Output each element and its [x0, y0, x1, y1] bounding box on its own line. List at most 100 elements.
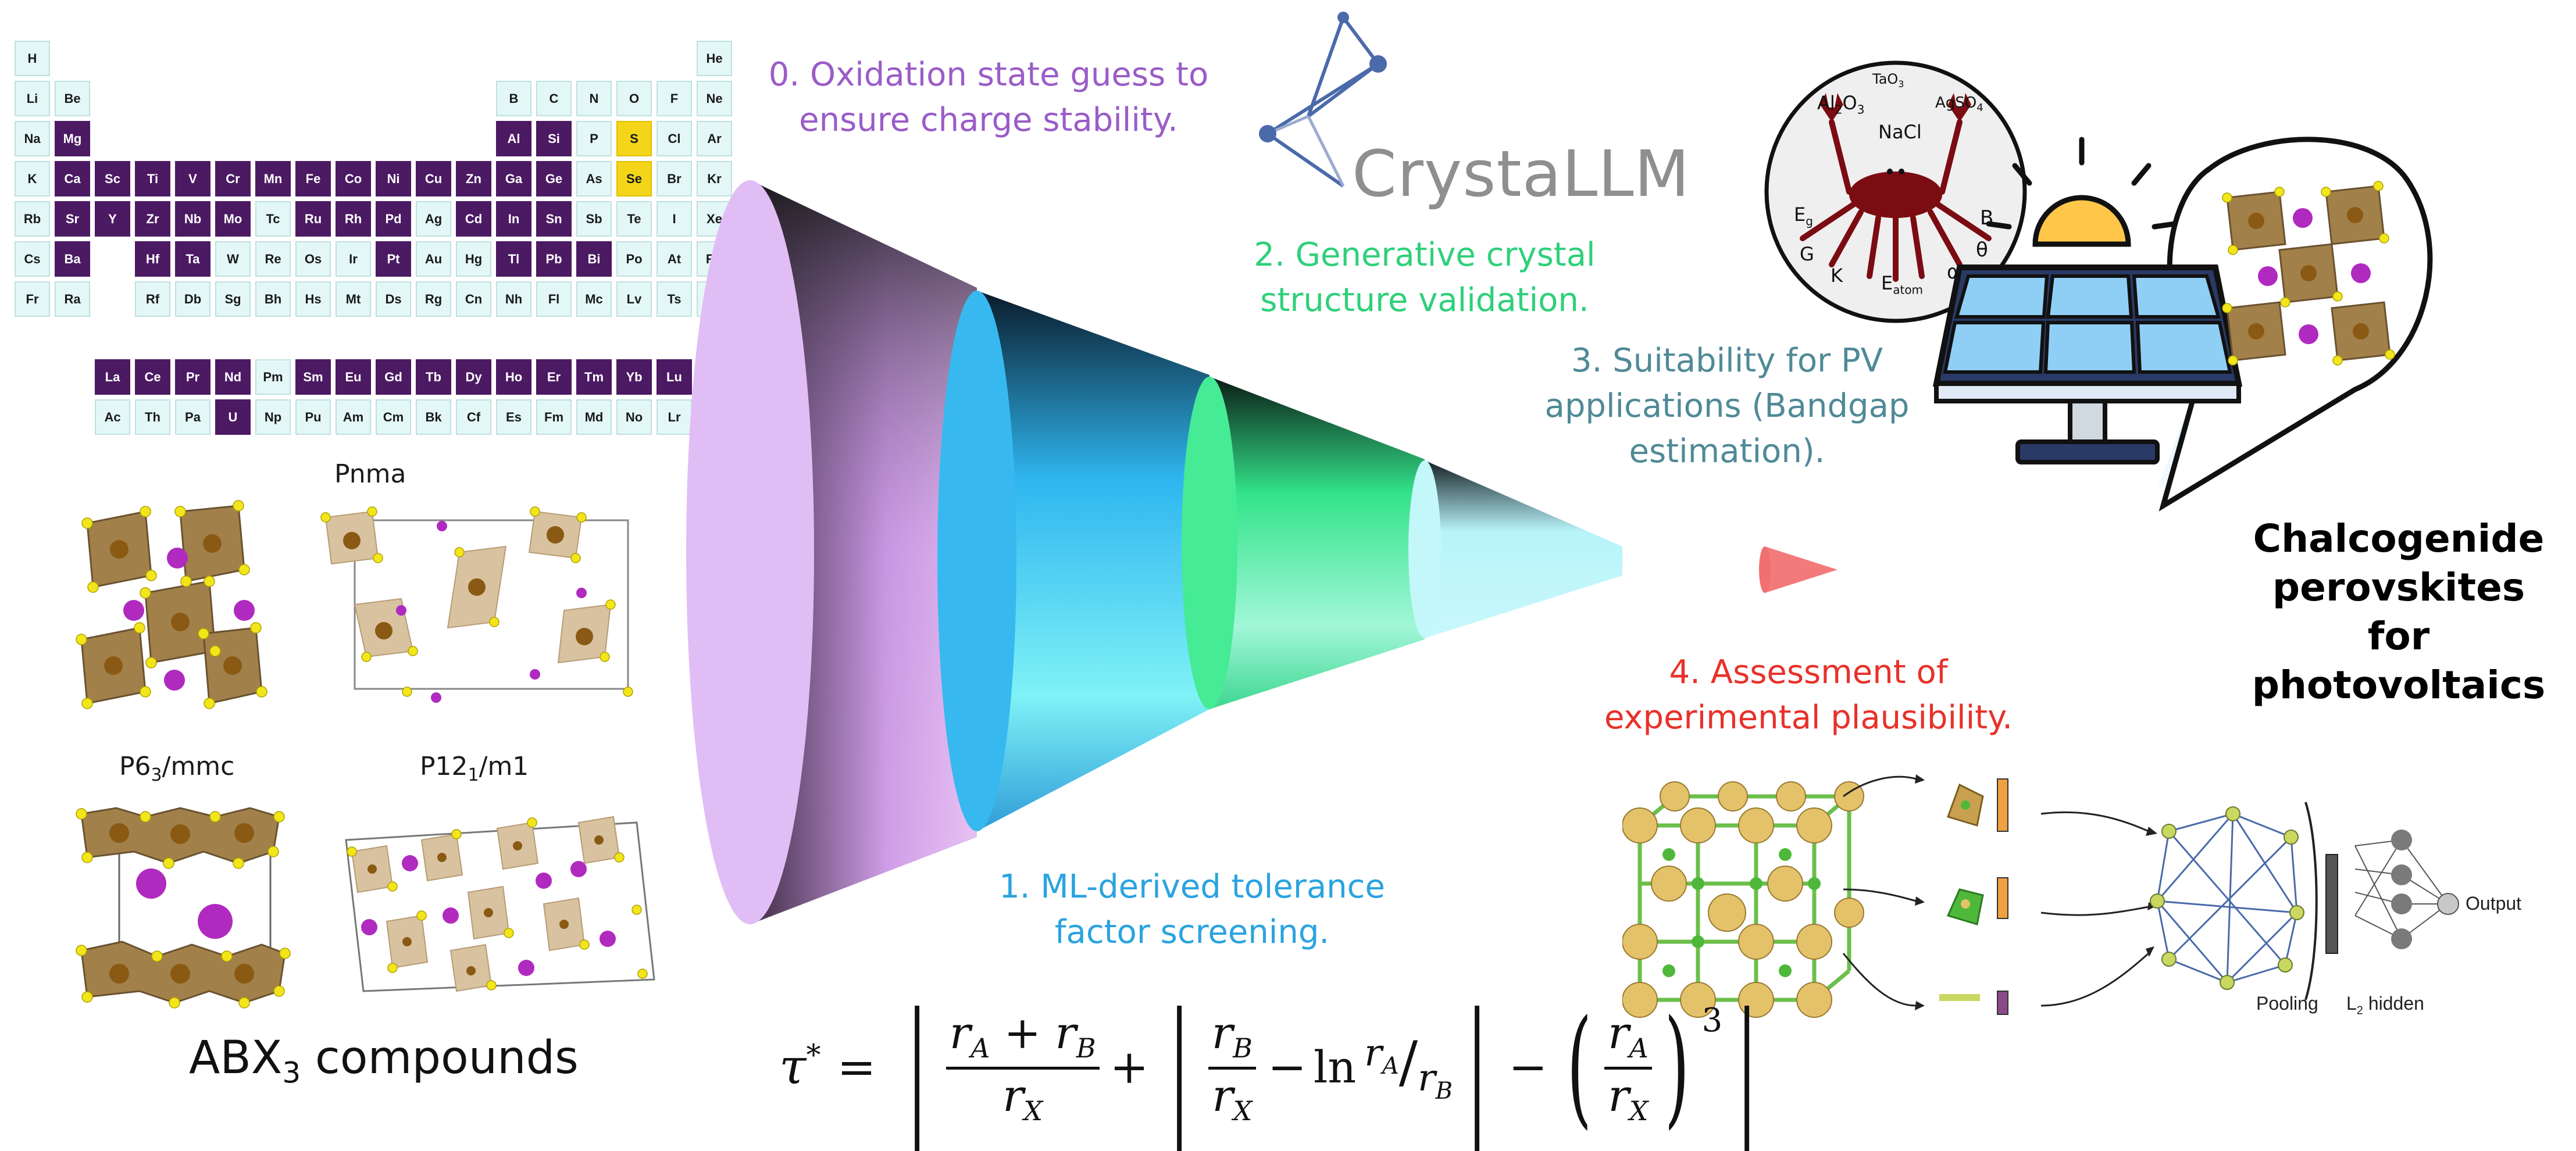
element-cn: Cn	[456, 281, 491, 317]
step-2-line-2: structure validation.	[1260, 281, 1589, 319]
output-title-line-2: perovskites for	[2272, 565, 2525, 659]
element-k: K	[15, 161, 50, 196]
element-at: At	[657, 241, 692, 277]
periodic-table-gap	[95, 41, 130, 76]
periodic-table-gap	[175, 41, 210, 76]
compounds-label: ABX3 compounds	[189, 1032, 579, 1090]
gnn-diagram	[1622, 762, 2425, 1037]
element-bi: Bi	[576, 241, 612, 277]
element-al: Al	[496, 121, 531, 156]
element-mg: Mg	[55, 121, 90, 156]
crab-label-al2o3: Al2O3	[1817, 92, 1865, 117]
element-pu: Pu	[295, 399, 331, 435]
gnn-label-pooling: Pooling	[2256, 993, 2318, 1014]
element-sn: Sn	[536, 201, 572, 237]
element-fl: Fl	[536, 281, 572, 317]
element-in: In	[496, 201, 531, 237]
element-po: Po	[616, 241, 652, 277]
element-ge: Ge	[536, 161, 572, 196]
periodic-table-gap	[255, 121, 291, 156]
formula-frac-3: rA rX	[1604, 1007, 1652, 1127]
periodic-table-gap	[416, 41, 451, 76]
element-lv: Lv	[616, 281, 652, 317]
element-u: U	[215, 399, 251, 435]
step-3-line-2: applications (Bandgap	[1544, 387, 1910, 425]
gnn-output-layers	[2343, 823, 2495, 982]
crab-label-g: G	[1800, 243, 1814, 265]
element-fe: Fe	[295, 161, 331, 196]
element-pr: Pr	[175, 359, 210, 395]
element-lu: Lu	[657, 359, 692, 395]
element-he: He	[697, 41, 732, 76]
screening-funnel	[686, 174, 1867, 979]
gnn-label-output: Output	[2466, 893, 2522, 914]
element-ta: Ta	[175, 241, 210, 277]
formula-frac-2: rB rX	[1208, 1007, 1256, 1127]
element-nd: Nd	[215, 359, 251, 395]
element-cl: Cl	[657, 121, 692, 156]
element-kr: Kr	[697, 161, 732, 196]
step-2-label: 2. Generative crystal structure validati…	[1233, 233, 1617, 323]
space-group-p121m1: P121/m1	[420, 752, 529, 785]
element-db: Db	[175, 281, 210, 317]
element-tb: Tb	[416, 359, 451, 395]
periodic-table-gap	[55, 41, 90, 76]
crab-label-theta: θ	[1976, 238, 1988, 262]
formula-abs-inner-right: |	[1467, 982, 1487, 1151]
element-np: Np	[255, 399, 291, 435]
element-as: As	[576, 161, 612, 196]
periodic-table-gap	[255, 41, 291, 76]
element-no: No	[616, 399, 652, 435]
periodic-table-gap	[95, 121, 130, 156]
element-v: V	[175, 161, 210, 196]
element-eu: Eu	[336, 359, 371, 395]
element-es: Es	[496, 399, 531, 435]
element-n: N	[576, 81, 612, 116]
element-mo: Mo	[215, 201, 251, 237]
element-ag: Ag	[416, 201, 451, 237]
crab-label-agso4: AgSO4	[1935, 94, 1983, 115]
formula-exponent: 3	[1701, 1001, 1723, 1039]
element-cu: Cu	[416, 161, 451, 196]
crystallm-wordmark: CrystaLLM	[1352, 137, 1690, 211]
crabnet-badge: TaO3 Al2O3 AgSO4 NaCl Eg G K Eatom α θ B	[1762, 58, 2029, 326]
element-co: Co	[336, 161, 371, 196]
formula-ln: ln	[1313, 1041, 1357, 1093]
element-yb: Yb	[616, 359, 652, 395]
element-hf: Hf	[135, 241, 170, 277]
element-rf: Rf	[135, 281, 170, 317]
element-ts: Ts	[657, 281, 692, 317]
element-rb: Rb	[15, 201, 50, 237]
element-y: Y	[95, 201, 130, 237]
element-au: Au	[416, 241, 451, 277]
element-ds: Ds	[376, 281, 411, 317]
element-br: Br	[657, 161, 692, 196]
step-4-label: 4. Assessment of experimental plausibili…	[1564, 650, 2053, 741]
element-mt: Mt	[336, 281, 371, 317]
element-ir: Ir	[336, 241, 371, 277]
element-sb: Sb	[576, 201, 612, 237]
element-fm: Fm	[536, 399, 572, 435]
element-er: Er	[536, 359, 572, 395]
periodic-table-gap	[496, 41, 531, 76]
element-cf: Cf	[456, 399, 491, 435]
periodic-table-gap	[255, 81, 291, 116]
periodic-table-gap	[616, 41, 652, 76]
element-f: F	[657, 81, 692, 116]
structure-cubic-like	[70, 488, 291, 735]
element-ho: Ho	[496, 359, 531, 395]
element-b: B	[496, 81, 531, 116]
step-2-line-1: 2. Generative crystal	[1254, 236, 1596, 274]
element-h: H	[15, 41, 50, 76]
step-4-line-2: experimental plausibility.	[1604, 699, 2013, 737]
output-title-line-1: Chalcogenide	[2253, 516, 2545, 561]
element-dy: Dy	[456, 359, 491, 395]
periodic-table-gap	[215, 41, 251, 76]
element-ni: Ni	[376, 161, 411, 196]
formula-ratio: rA/rB	[1364, 1029, 1453, 1104]
element-th: Th	[135, 399, 170, 435]
periodic-table-gap	[376, 81, 411, 116]
formula-plus: +	[1109, 1039, 1149, 1094]
element-sg: Sg	[215, 281, 251, 317]
periodic-table-gap	[95, 281, 130, 317]
